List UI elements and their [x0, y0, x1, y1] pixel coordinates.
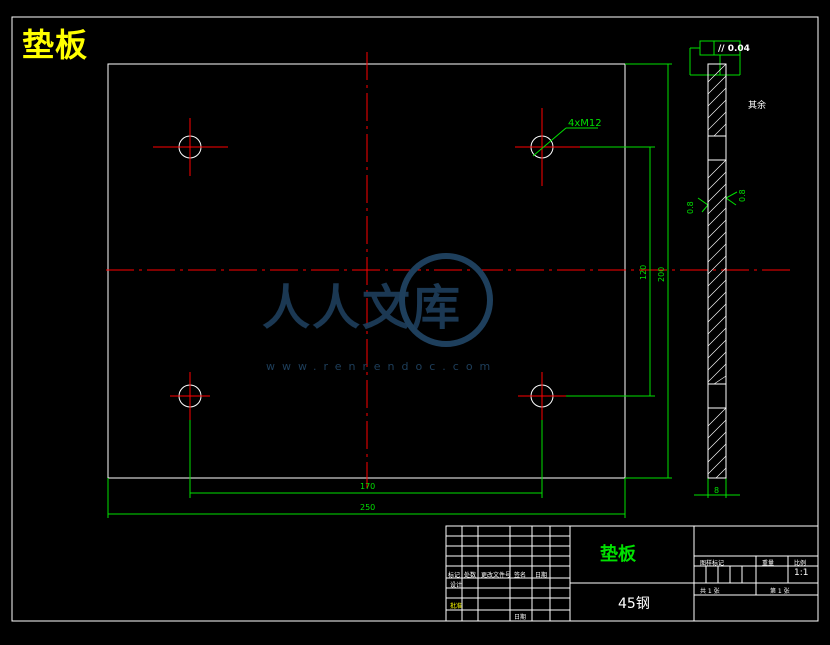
watermark-text: 人人文库 — [262, 280, 463, 336]
watermark-url: www.renrendoc.com — [266, 360, 498, 373]
watermark-circle — [399, 253, 493, 347]
dimension-lines — [107, 40, 741, 518]
dim-overall-width: 250 — [360, 503, 376, 512]
title-block-grid — [445, 525, 819, 622]
side-view — [707, 63, 727, 479]
drawing-title: 垫板 — [22, 26, 89, 64]
dim-hole-spacing-x: 170 — [360, 482, 376, 491]
tb-row-date: 日期 — [514, 614, 527, 621]
tb-col-ratio: 比例 — [794, 560, 807, 567]
dim-roughness-left: 0.8 — [686, 201, 695, 214]
tb-row-approve: 批准 — [450, 603, 463, 610]
tb-sheet-total: 共 1 张 — [700, 588, 720, 595]
centerlines — [106, 52, 795, 488]
tb-header-date: 日期 — [535, 572, 548, 579]
dim-overall-height: 200 — [657, 266, 666, 282]
hole-callout: 4xM12 — [568, 118, 602, 129]
tb-row-design: 设计 — [450, 582, 463, 589]
roughness-note: 其余 — [748, 101, 767, 111]
hole-top-left — [153, 118, 228, 176]
tb-header-file: 更改文件号 — [481, 572, 512, 579]
side-view-hatch — [707, 63, 727, 479]
hole-bottom-left — [170, 372, 210, 420]
dim-hole-spacing-y: 120 — [639, 264, 648, 280]
flatness-tolerance: // 0.04 — [718, 44, 750, 54]
tb-sheet-num: 第 1 张 — [770, 588, 790, 595]
title-block-part-name: 垫板 — [600, 544, 636, 565]
tb-header-count: 处数 — [464, 572, 477, 579]
tb-col-stage: 图样标记 — [700, 560, 725, 567]
tb-header-sign: 签名 — [514, 572, 527, 579]
hole-group — [153, 108, 580, 420]
dim-thickness: 8 — [714, 486, 720, 495]
hole-bottom-right — [518, 372, 566, 420]
dim-roughness-right: 0.8 — [738, 189, 747, 202]
hole-top-right — [515, 108, 580, 186]
tb-col-weight: 重量 — [762, 560, 775, 567]
title-block-scale: 1:1 — [794, 568, 809, 578]
drawing-border — [11, 16, 819, 622]
title-block-material: 45钢 — [618, 596, 650, 612]
tb-header-mark: 标记 — [448, 572, 461, 579]
